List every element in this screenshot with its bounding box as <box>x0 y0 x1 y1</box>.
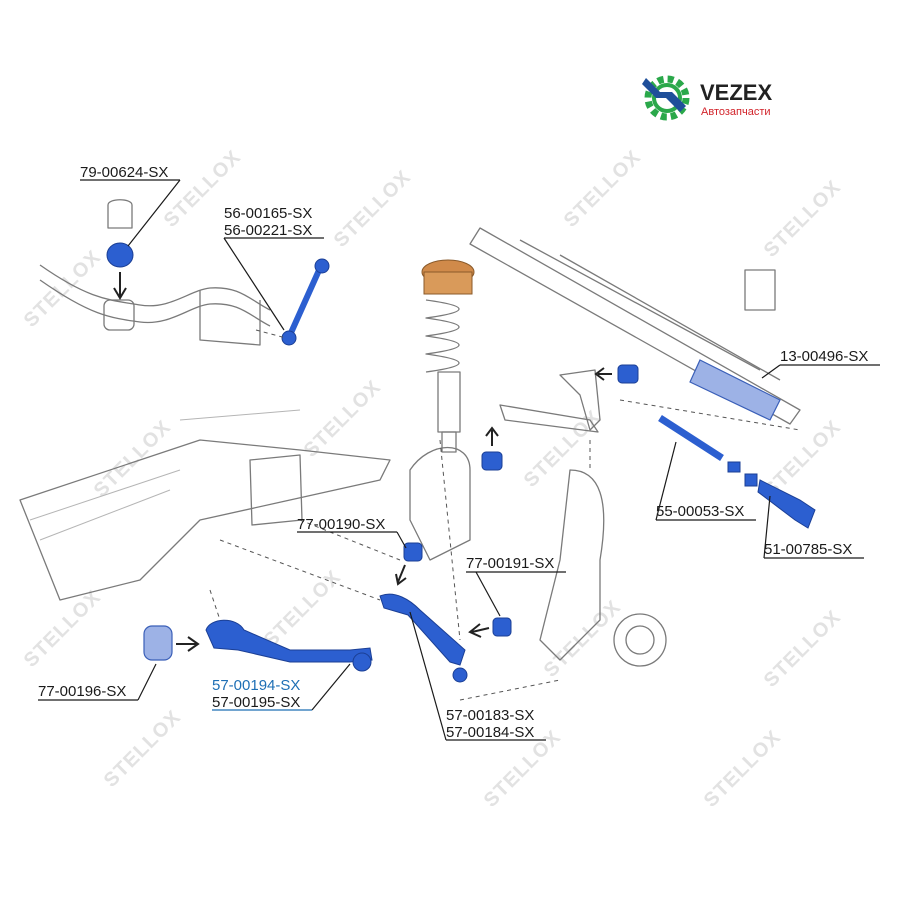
watermark-text: STELLOX <box>760 176 846 262</box>
strut-assembly <box>421 259 475 453</box>
brand-name: VEZEX <box>700 80 772 105</box>
lower-control-arm-rear <box>143 619 373 672</box>
part-label-p9: 57-00194-SX 57-00195-SX <box>212 663 351 711</box>
part-number: 51-00785-SX <box>764 541 852 558</box>
part-label-p1: 79-00624-SX <box>80 164 181 247</box>
part-number: 56-00221-SX <box>224 222 312 239</box>
guide-lines <box>209 329 801 701</box>
part-number: 55-00053-SX <box>656 503 744 520</box>
part-number: 77-00191-SX <box>466 555 554 572</box>
part-label-p3: 13-00496-SX <box>761 348 880 379</box>
stabilizer-link <box>281 258 330 346</box>
stabilizer-bushing <box>106 199 134 300</box>
part-label-p5: 77-00191-SX <box>466 555 566 617</box>
part-label-p2: 56-00165-SX 56-00221-SX <box>223 205 324 331</box>
stabilizer-bar <box>39 264 271 346</box>
watermark-text: STELLOX <box>100 706 186 792</box>
part-label-p4: 77-00190-SX <box>297 516 407 549</box>
part-number: 57-00183-SX <box>446 707 534 724</box>
lower-control-arm-front <box>379 542 512 683</box>
wrench-icon <box>642 78 686 112</box>
steering-rack <box>469 227 801 425</box>
part-label-p6: 55-00053-SX <box>655 441 756 521</box>
watermark-text: STELLOX <box>300 376 386 462</box>
watermark-text: STELLOX <box>700 726 786 812</box>
tie-rod <box>658 415 816 529</box>
subframe <box>19 409 391 601</box>
steering-knuckle <box>409 447 667 667</box>
part-number: 13-00496-SX <box>780 348 868 365</box>
brand-subtitle: Автозапчасти <box>701 106 771 118</box>
part-label-p10: 57-00183-SX 57-00184-SX <box>409 611 546 741</box>
part-number: 77-00196-SX <box>38 683 126 700</box>
part-number: 56-00165-SX <box>224 205 312 222</box>
watermark-text: STELLOX <box>560 146 646 232</box>
part-number: 57-00195-SX <box>212 694 300 711</box>
watermark-layer: STELLOX STELLOX STELLOX STELLOX STELLOX … <box>20 146 846 812</box>
part-label-p8: 77-00196-SX <box>38 663 157 701</box>
watermark-text: STELLOX <box>20 246 106 332</box>
watermark-text: STELLOX <box>760 606 846 692</box>
watermark-text: STELLOX <box>260 566 346 652</box>
part-label-p7: 51-00785-SX <box>763 495 864 559</box>
brand-logo: VEZEX Автозапчасти <box>642 75 772 121</box>
watermark-text: STELLOX <box>330 166 416 252</box>
upper-control-arm <box>481 364 639 471</box>
part-number: 57-00184-SX <box>446 724 534 741</box>
part-number: 57-00194-SX <box>212 677 300 694</box>
part-number: 77-00190-SX <box>297 516 385 533</box>
part-number: 79-00624-SX <box>80 164 168 181</box>
watermark-text: STELLOX <box>90 416 176 502</box>
watermark-text: STELLOX <box>540 596 626 682</box>
gear-icon <box>644 75 690 121</box>
